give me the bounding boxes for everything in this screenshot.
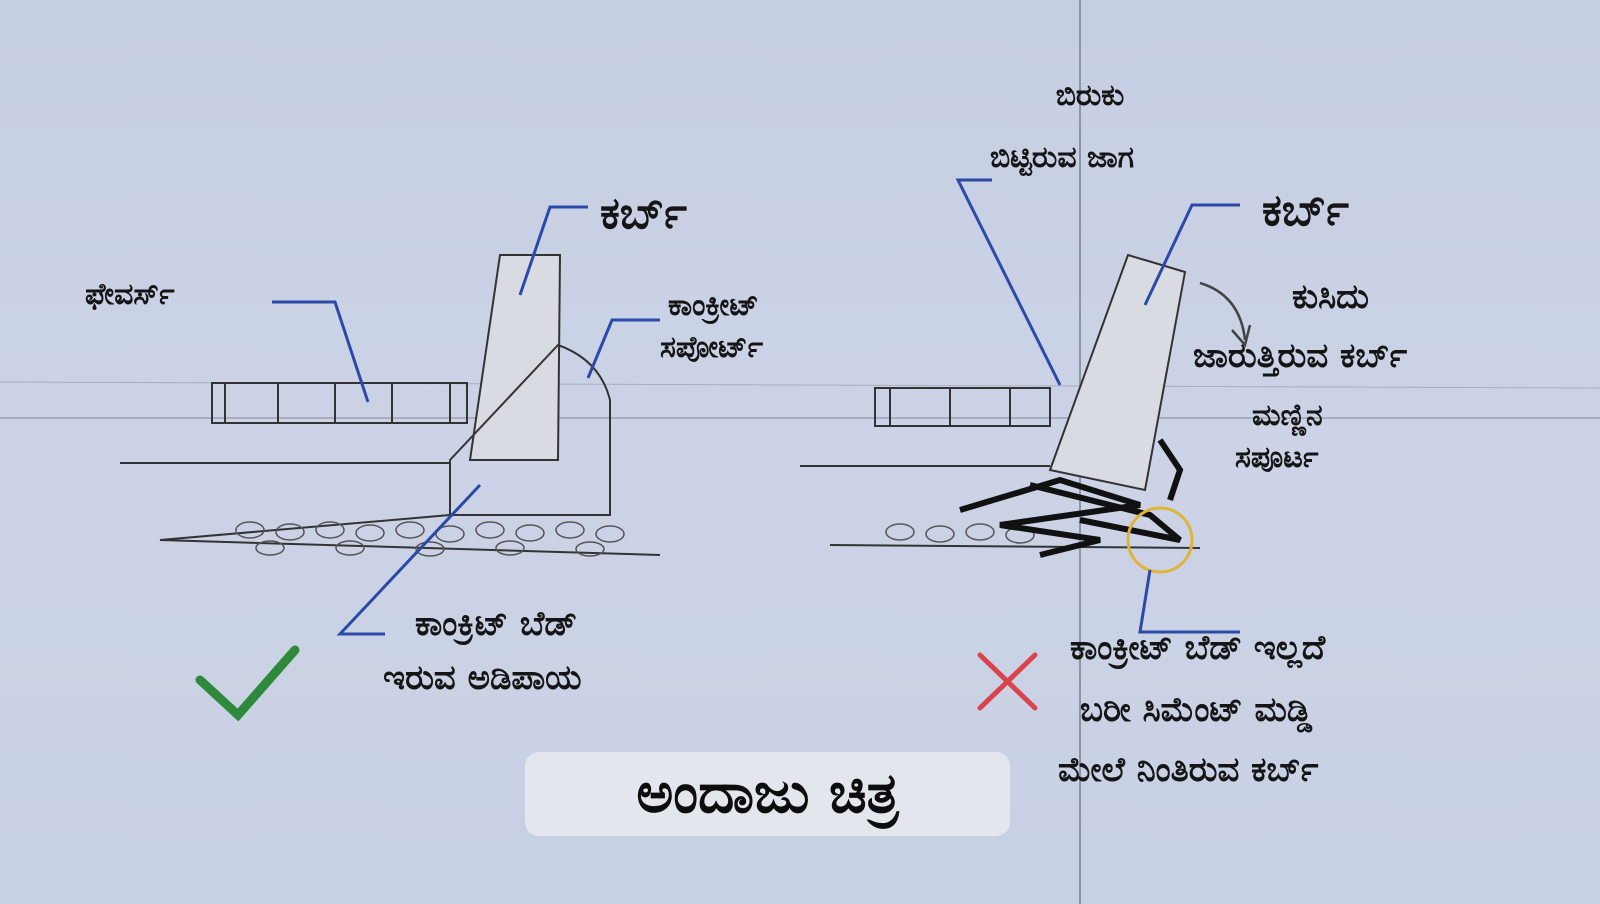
crack-label-line1: ಬಿರುಕು (1055, 78, 1125, 113)
right-curb-sketch (800, 253, 1252, 549)
soil-support-label-line1: ಮಣ್ಣಿನ (1252, 398, 1323, 433)
concrete-support-label-line2: ಸಪೋರ್ಟ್ (660, 330, 763, 365)
crack-label-line2: ಬಿಟ್ಟಿರುವ ಜಾಗ (990, 140, 1135, 175)
left-curb-sketch (120, 254, 661, 557)
sliding-curb-label-line2: ಜಾರುತ್ತಿರುವ ಕರ್ಬ್ (1193, 336, 1408, 376)
concrete-bed-label-line1: ಕಾಂಕ್ರಿಟ್ ಬೆಡ್ (415, 604, 578, 644)
concrete-bed-label-line2: ಇರುವ ಅಡಿಪಾಯ (383, 658, 582, 698)
no-bed-caption-line3: ಮೇಲೆ ನಿಂತಿರುವ ಕರ್ಬ್ (1058, 750, 1319, 790)
no-bed-caption-line2: ಬರೀ ಸಿಮೆಂಟ್ ಮಡ್ಡಿ (1080, 690, 1313, 730)
sliding-curb-label-line1: ಕುಸಿದು (1292, 277, 1369, 317)
pavers-label: ಫೇವರ್ಸ್ (85, 277, 175, 312)
curb-label-left: ಕರ್ಬ್ (600, 188, 687, 239)
left-leader-lines (272, 205, 660, 636)
no-bed-caption-line1: ಕಾಂಕ್ರೀಟ್ ಬೆಡ್ ಇಲ್ಲದೆ (1070, 628, 1326, 668)
highlight-circle (1126, 506, 1194, 574)
check-mark-icon (195, 645, 300, 722)
diagram-title: ಅಂದಾಜು ಚಿತ್ರ (636, 761, 899, 826)
title-badge: ಅಂದಾಜು ಚಿತ್ರ (525, 752, 1010, 836)
curb-label-right: ಕರ್ಬ್ (1262, 185, 1349, 236)
cross-mark-icon (977, 652, 1038, 711)
soil-support-label-line2: ಸಪೂರ್ಟ (1235, 440, 1319, 475)
concrete-support-label-line1: ಕಾಂಕ್ರೀಟ್ (668, 288, 759, 323)
right-leader-lines (955, 178, 1240, 634)
